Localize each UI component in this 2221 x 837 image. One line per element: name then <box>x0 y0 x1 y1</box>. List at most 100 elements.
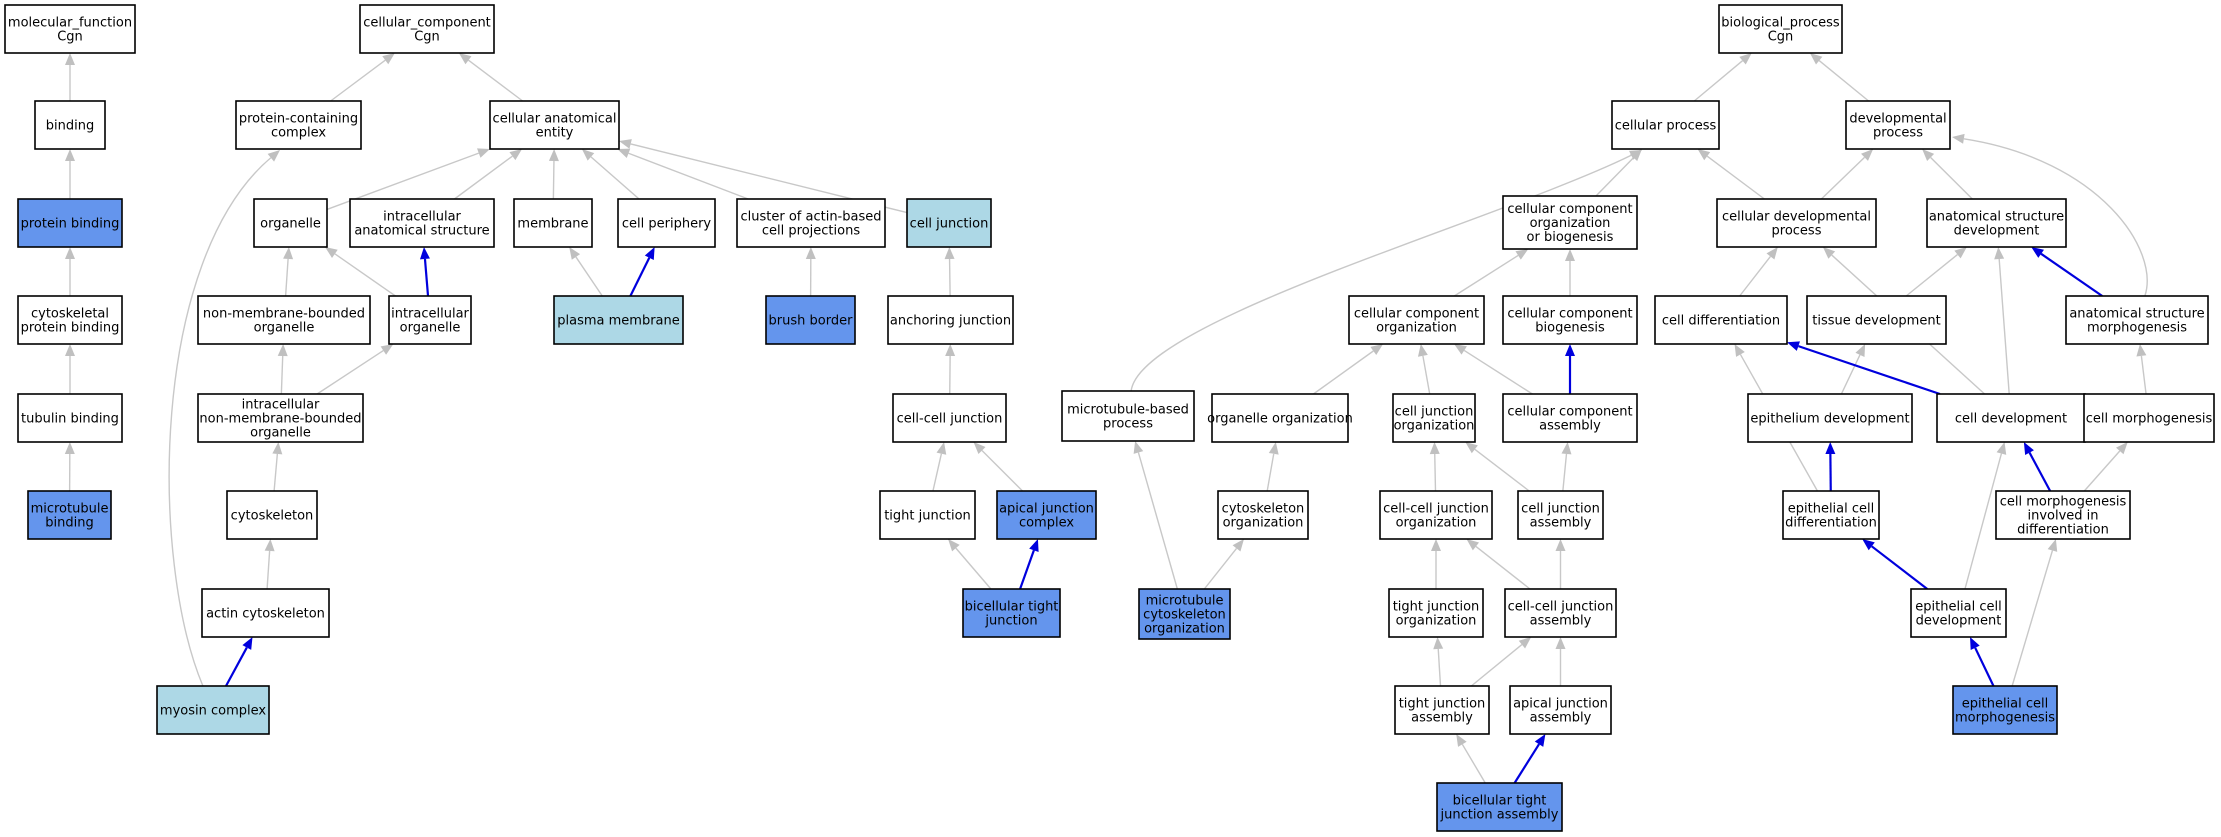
arrowhead <box>1555 539 1566 551</box>
node-label-line: cell differentiation <box>1662 314 1780 329</box>
node-label-line: microtubule <box>1146 594 1224 609</box>
arrowhead <box>1855 344 1866 357</box>
node-box <box>4 4 136 54</box>
edge-cell_differentiation-to-cellular_developmental_process <box>1739 247 1778 297</box>
node-box <box>1995 490 2131 540</box>
edge-cell_development-to-anatomical_structure_development <box>1994 247 2010 395</box>
node-cell-junction[interactable]: cell junction <box>906 198 992 248</box>
node-anchoring-junction[interactable]: anchoring junction <box>887 295 1014 345</box>
node-label-line: tissue development <box>1812 314 1940 329</box>
node-box <box>17 393 123 443</box>
arrowhead <box>1862 539 1875 551</box>
node-cell-differentiation[interactable]: cell differentiation <box>1654 295 1788 345</box>
node-membrane[interactable]: membrane <box>513 198 593 248</box>
node-epithelium-development[interactable]: epithelium development <box>1747 393 1913 443</box>
node-cell-morphogenesis[interactable]: cell morphogenesis <box>2083 393 2215 443</box>
node-tubulin-binding[interactable]: tubulin binding <box>17 393 123 443</box>
edge-epithelium_development-to-tissue_development <box>1840 344 1866 395</box>
node-intracellular-non-membrane[interactable]: intracellularnon-membrane-boundedorganel… <box>197 393 364 443</box>
node-plasma-membrane[interactable]: plasma membrane <box>553 295 684 345</box>
arrowhead <box>1268 442 1279 455</box>
node-myosin-complex[interactable]: myosin complex <box>156 685 270 735</box>
node-box <box>17 295 123 345</box>
node-label-line: process <box>1772 224 1822 239</box>
node-cell-cell-junction[interactable]: cell-cell junction <box>892 393 1007 443</box>
arrowhead <box>65 247 75 259</box>
node-organelle[interactable]: organelle <box>253 198 328 248</box>
node-box <box>1517 490 1604 540</box>
edge-cell_cell_junction_organization-to-cell_junction_organization <box>1429 442 1440 492</box>
node-label-line: assembly <box>1530 516 1592 531</box>
arrowhead <box>1996 442 2007 455</box>
node-box <box>1061 390 1195 442</box>
edge-cytoskeleton_organization-to-organelle_organization <box>1266 442 1279 492</box>
arrowhead <box>548 149 559 162</box>
node-brush-border[interactable]: brush border <box>765 295 856 345</box>
node-cell-periphery[interactable]: cell periphery <box>617 198 716 248</box>
edge-anatomical_structure_development-to-developmental_process <box>1922 149 1973 200</box>
node-protein-binding[interactable]: protein binding <box>17 198 123 248</box>
edge-cellular_process-to-biological_process <box>1693 53 1752 102</box>
node-tight-junction[interactable]: tight junction <box>879 490 976 540</box>
arrowhead <box>936 442 947 455</box>
node-label-line: cellular component <box>1354 307 1479 322</box>
arrowhead <box>1952 133 1965 144</box>
node-tissue-development[interactable]: tissue development <box>1806 295 1947 345</box>
node-box <box>1654 295 1788 345</box>
node-organelle-organization[interactable]: organelle organization <box>1207 393 1353 443</box>
node-label-line: complex <box>271 126 326 141</box>
node-label-line: differentiation <box>1785 516 1877 531</box>
node-box <box>349 198 495 248</box>
node-label-line: cellular component <box>1507 405 1632 420</box>
node-actin-cytoskeleton[interactable]: actin cytoskeleton <box>201 588 330 638</box>
node-cell-development[interactable]: cell development <box>1936 393 2086 443</box>
arrowhead <box>264 539 275 552</box>
node-binding[interactable]: binding <box>34 100 106 150</box>
node-label-line: complex <box>1019 516 1074 531</box>
edge-cell_periphery-to-cellular_anatomical_entity <box>581 149 640 200</box>
node-cytoskeleton[interactable]: cytoskeleton <box>226 490 318 540</box>
edge-protein_containing_complex-to-cellular_component <box>330 53 395 102</box>
node-cellular-process[interactable]: cellular process <box>1611 100 1720 150</box>
edge-bicellular_tight_junction_assembly-to-apical_junction_assembly <box>1513 734 1546 784</box>
node-label-line: tubulin binding <box>21 412 119 427</box>
edge-cell_junction_assembly-to-cell_junction_organization <box>1465 442 1530 492</box>
node-box <box>1952 685 2058 735</box>
